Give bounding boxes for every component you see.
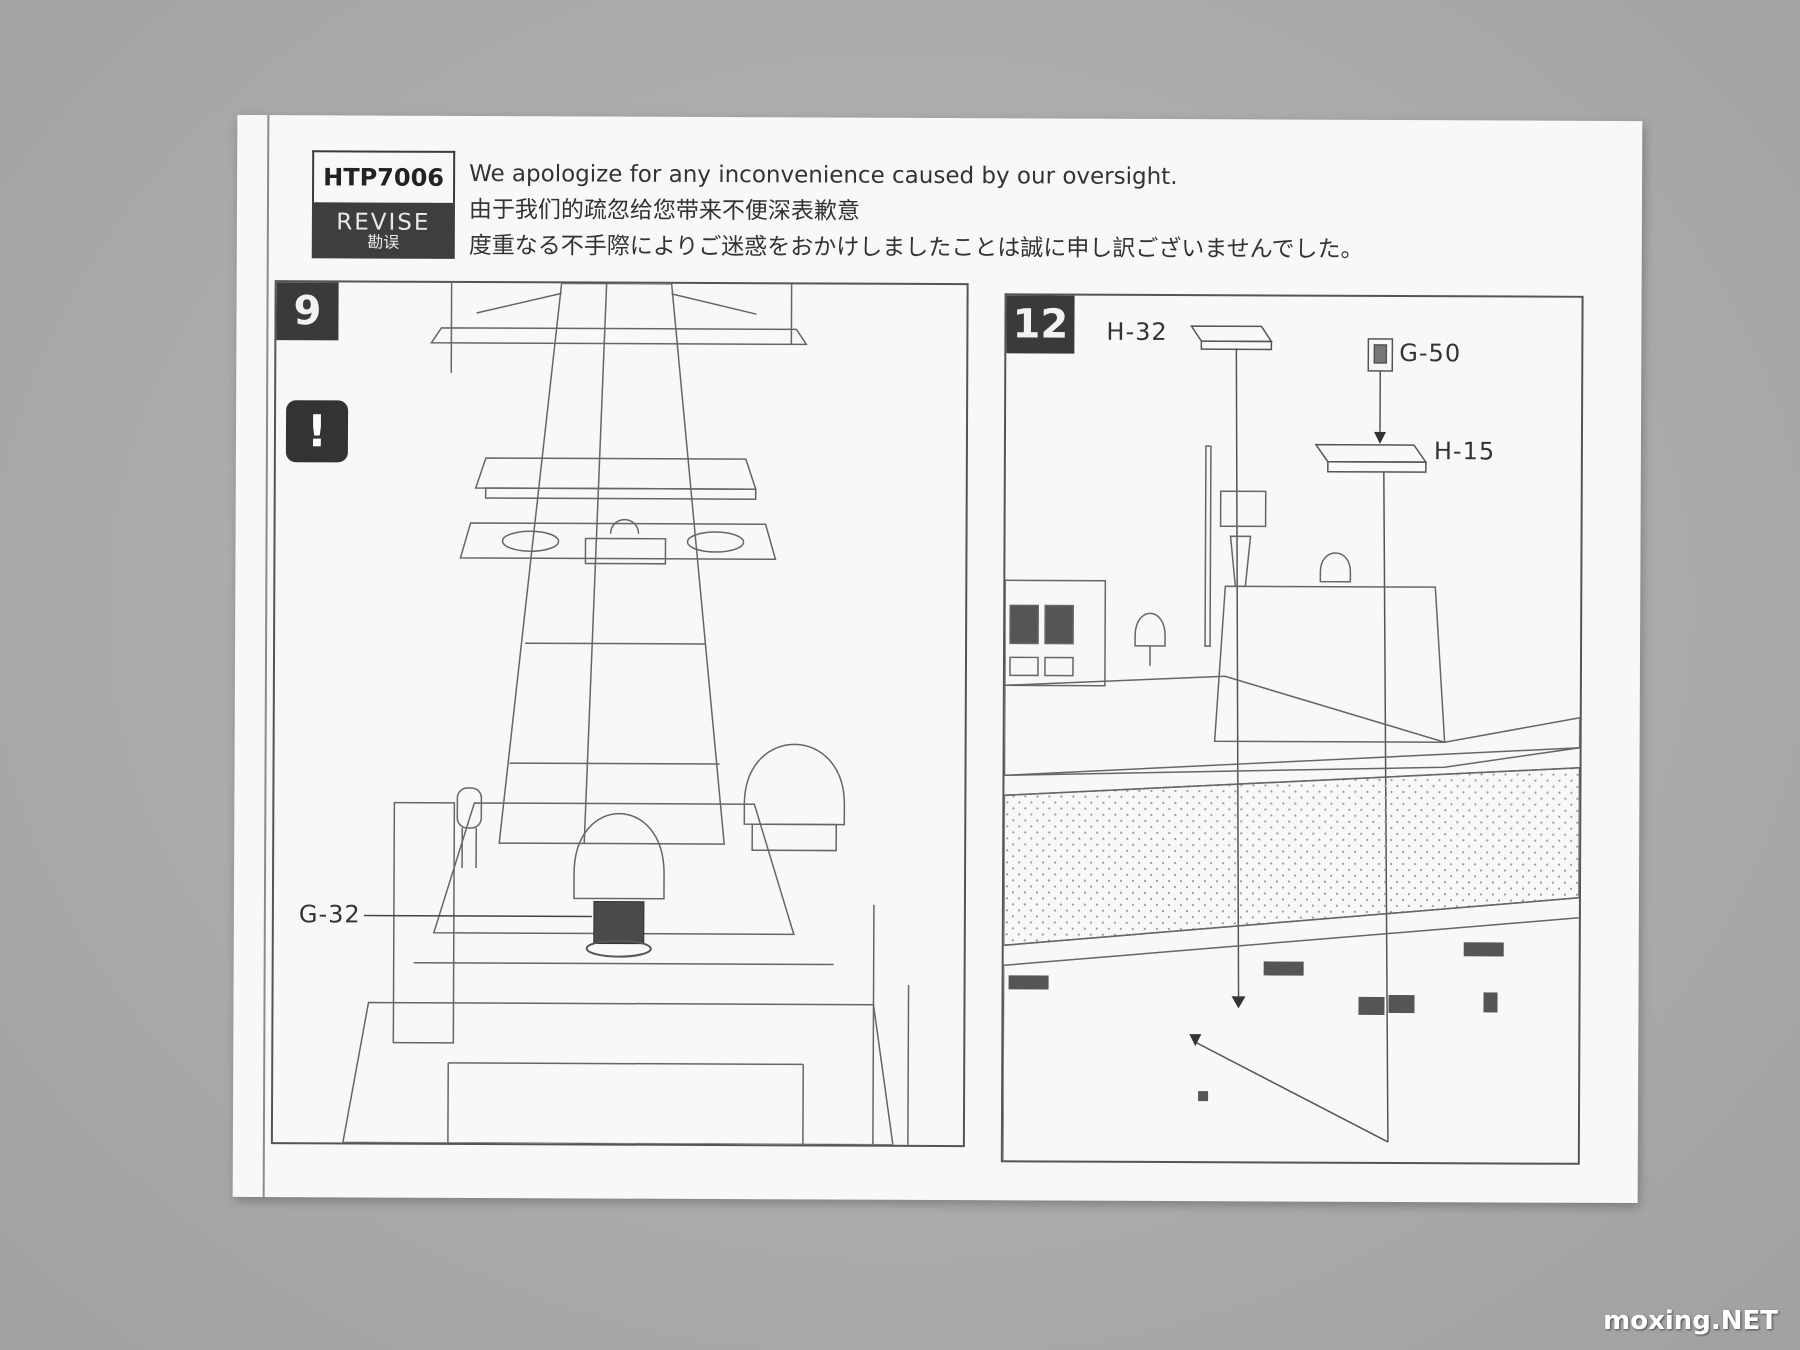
part-label-h32: H-32 xyxy=(1106,317,1168,347)
revise-label: REVISE 勘误 xyxy=(311,202,455,259)
site-watermark: moxing.NET xyxy=(1603,1306,1778,1336)
step-9-panel: 9 ! G-32 xyxy=(270,280,969,1148)
revise-label-cn: 勘误 xyxy=(367,232,400,252)
product-code-badge: HTP7006 REVISE 勘误 xyxy=(311,150,456,259)
exclamation-icon: ! xyxy=(285,400,349,463)
part-label-g32: G-32 xyxy=(298,900,361,929)
step-12-panel: 12 H-32 G-50 H-15 xyxy=(1000,293,1584,1165)
superstructure-drawing xyxy=(1002,325,1581,1161)
instruction-sheet: HTP7006 REVISE 勘误 We apologize for any i… xyxy=(232,114,1643,1204)
mast-drawing xyxy=(341,282,910,1146)
step-number: 12 xyxy=(1006,295,1075,354)
apology-text: We apologize for any inconvenience cause… xyxy=(469,156,1364,268)
apology-japanese: 度重なる不手際によりご迷惑をおかけしましたことは誠に申し訳ございませんでした。 xyxy=(468,232,1364,263)
apology-chinese: 由于我们的疏忽给您带来不便深表歉意 xyxy=(468,196,861,225)
apology-english: We apologize for any inconvenience cause… xyxy=(469,160,1178,191)
revise-label-en: REVISE xyxy=(336,208,431,236)
product-code: HTP7006 xyxy=(311,150,456,203)
part-label-g50: G-50 xyxy=(1399,339,1462,368)
step-number: 9 xyxy=(276,282,339,341)
part-label-h15: H-15 xyxy=(1433,437,1496,466)
binding-line xyxy=(262,115,270,1198)
